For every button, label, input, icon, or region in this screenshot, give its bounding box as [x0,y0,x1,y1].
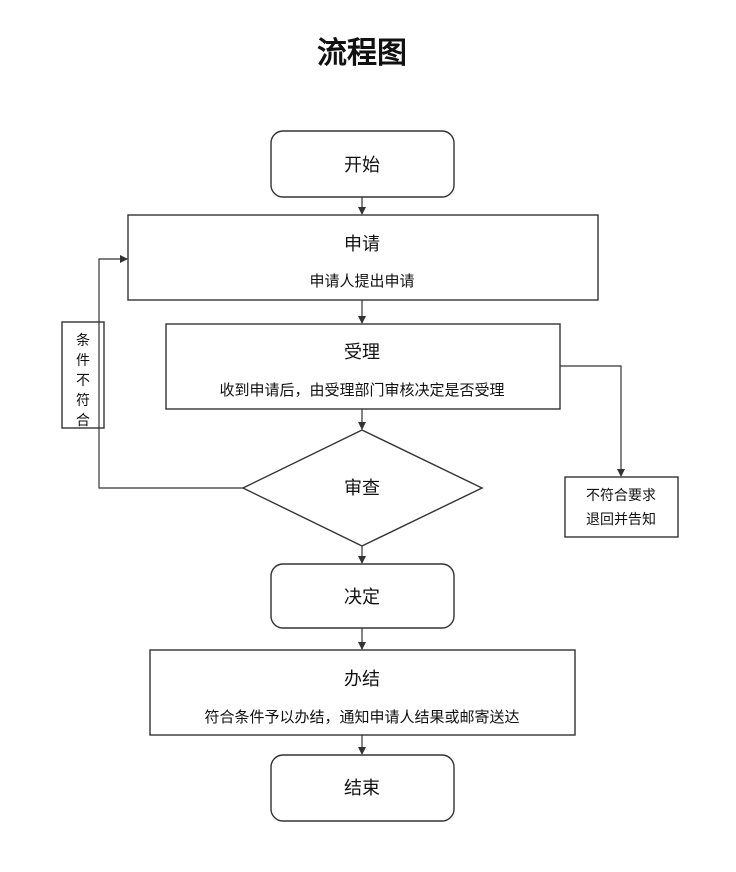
note-not-qualified-char: 条 [76,332,90,349]
node-decide: 决定 [270,563,455,629]
node-start: 开始 [270,130,455,198]
note-not-qualified-char: 不 [76,373,90,389]
end-label: 结束 [344,778,380,799]
conclude-label: 办结 [344,669,380,690]
note-reject-shape [564,476,679,538]
apply-shape [127,214,599,301]
arrow-accept-to-reject [560,365,625,477]
node-end: 结束 [270,754,455,822]
accept-description: 收到申请后，由受理部门审核决定是否受理 [219,381,504,399]
note-reject-line: 退回并告知 [586,511,656,528]
node-apply: 申请 申请人提出申请 [127,214,599,301]
conclude-shape [149,649,576,736]
arrow-review-back-to-apply [98,255,243,489]
start-label: 开始 [344,155,380,176]
conclude-description: 符合条件予以办结，通知申请人结果或邮寄送达 [204,708,519,726]
note-not-qualified-char: 符 [76,393,90,409]
node-conclude: 办结 符合条件予以办结，通知申请人结果或邮寄送达 [149,649,576,736]
note-reject-line: 不符合要求 [586,488,656,504]
apply-label: 申请 [344,234,380,255]
review-label: 审查 [344,478,380,499]
end-shape [270,754,455,822]
page-title: 流程图 [317,36,407,71]
accept-shape [165,323,561,410]
note-not-qualified-shape [61,321,105,429]
note-not-qualified-char: 合 [76,413,90,429]
node-accept: 受理 收到申请后，由受理部门审核决定是否受理 [165,323,561,410]
apply-description: 申请人提出申请 [309,272,414,290]
node-review: 审查 [241,429,484,547]
note-not-qualified: 条 件 不 符 合 [61,321,105,429]
note-not-qualified-char: 件 [76,353,90,369]
decide-label: 决定 [344,587,380,608]
accept-label: 受理 [344,342,380,363]
note-reject: 不符合要求 退回并告知 [564,476,679,538]
